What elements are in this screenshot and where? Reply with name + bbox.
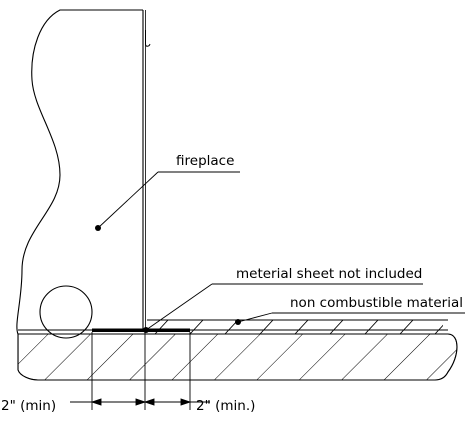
leader-non-combustible xyxy=(235,312,465,325)
non-combustible-strip xyxy=(147,319,448,334)
floor-section xyxy=(17,329,458,381)
label-clearance-left: 2" (min) xyxy=(1,398,57,414)
leader-material-sheet xyxy=(143,283,423,333)
label-material-sheet: meterial sheet not included xyxy=(236,266,423,282)
wall-hook xyxy=(145,30,151,47)
label-non-combustible: non combustible material xyxy=(290,295,463,311)
label-fireplace: fireplace xyxy=(176,153,235,169)
clearance-dimensions xyxy=(70,332,210,410)
label-clearance-right: 2" (min.) xyxy=(196,398,256,414)
leader-fireplace xyxy=(95,171,240,231)
fireplace-body xyxy=(16,9,143,335)
material-sheet xyxy=(92,328,190,332)
